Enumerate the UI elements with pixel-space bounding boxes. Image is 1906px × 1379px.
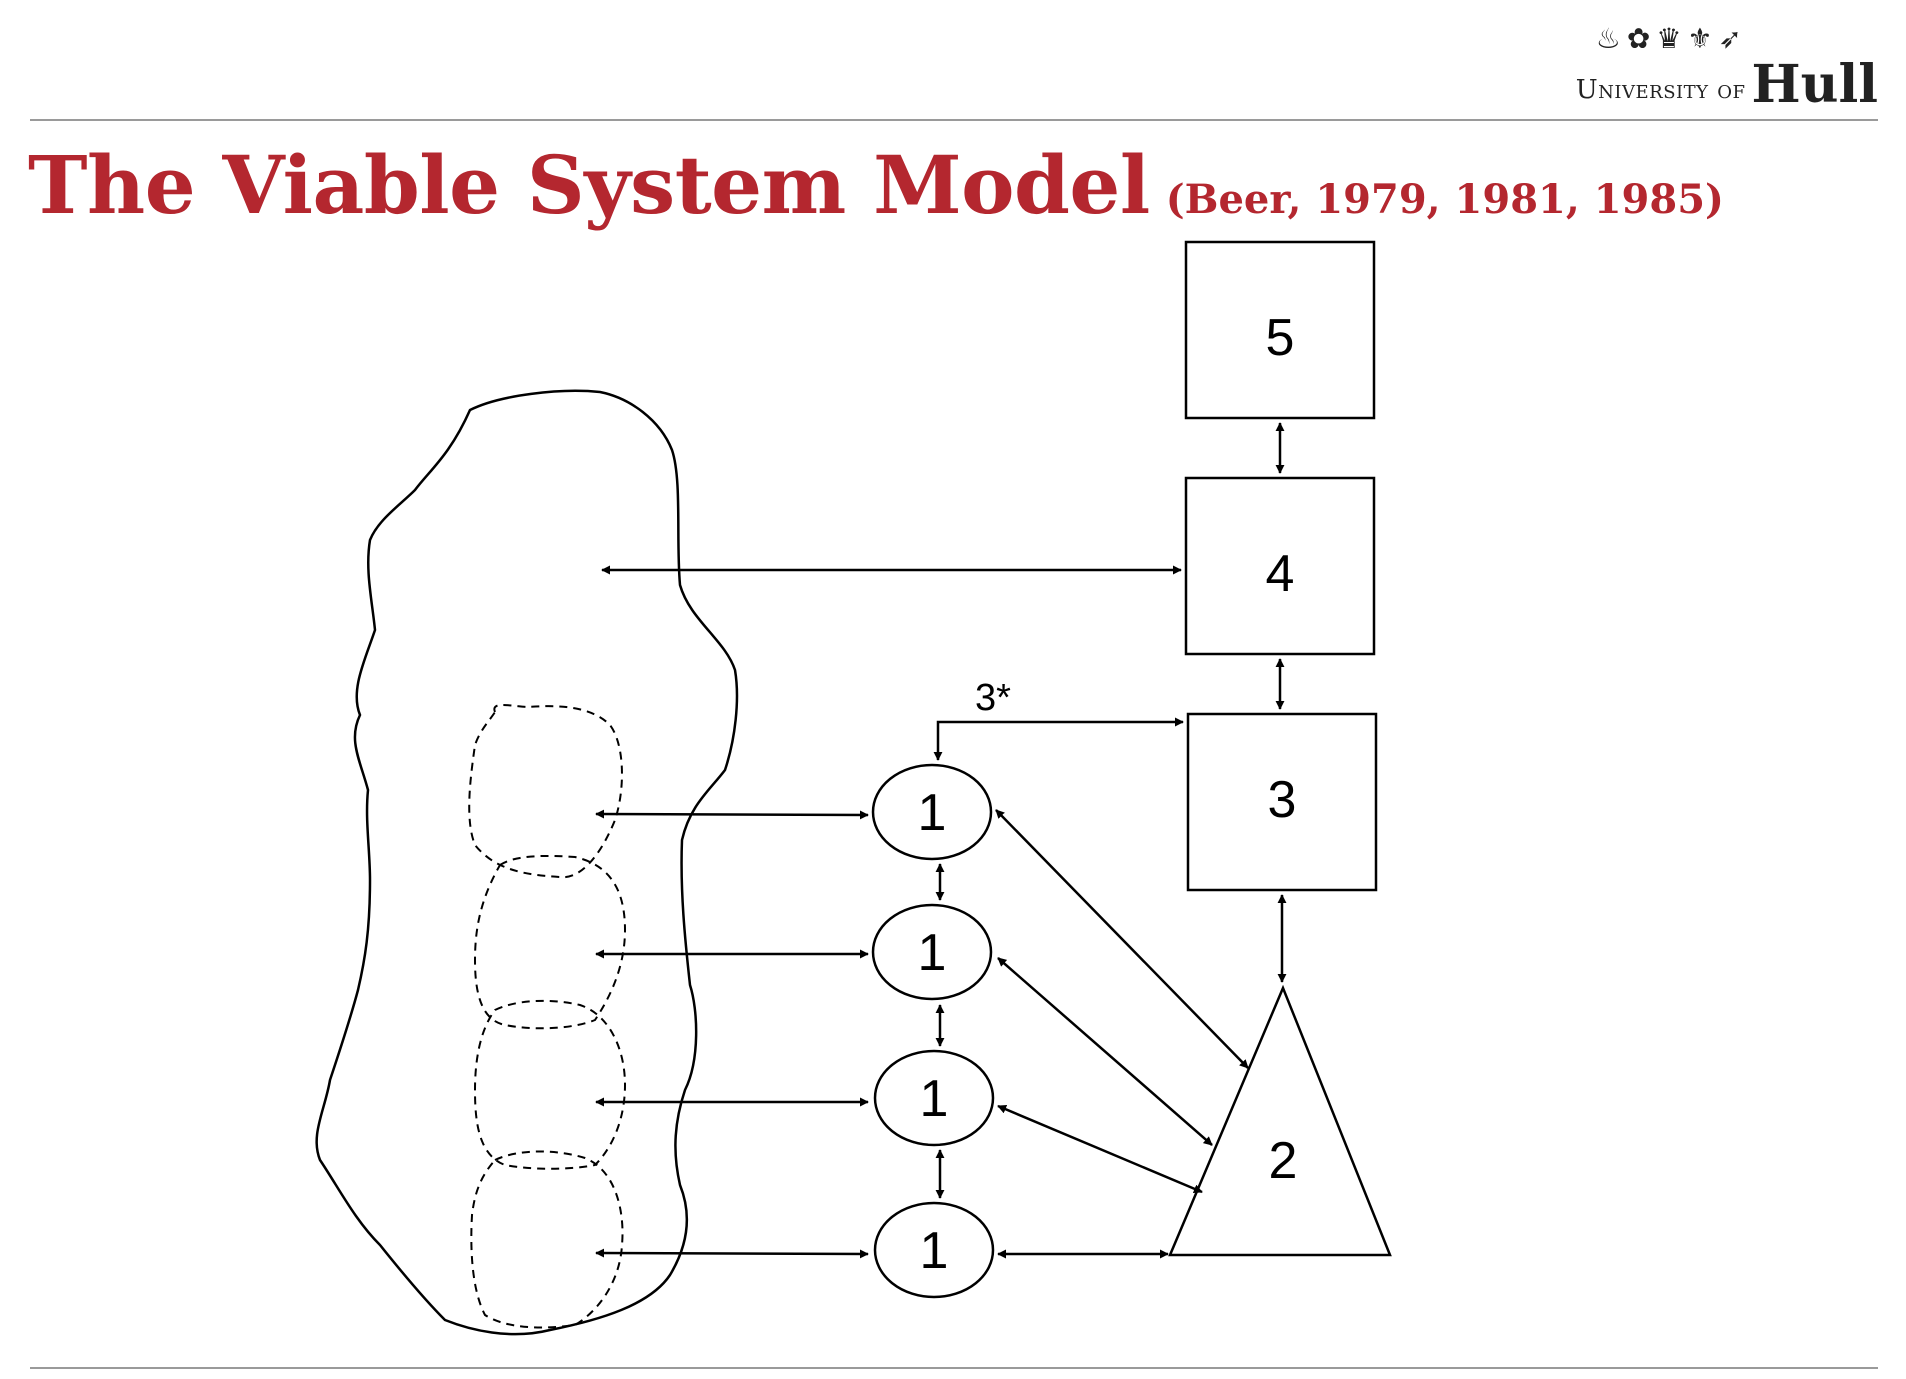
crown-icon: ♛	[1656, 22, 1688, 55]
fleur-de-lis-icon: ⚜	[1687, 22, 1719, 55]
operation-unit-2	[871, 903, 993, 1001]
footer-divider	[30, 1367, 1878, 1369]
environment-shape	[315, 389, 739, 1336]
title-citation: (Beer, 1979, 1981, 1985)	[1165, 176, 1724, 223]
system-3-box	[1186, 712, 1378, 892]
connector-3star	[933, 717, 1184, 761]
operation-unit-4	[873, 1201, 995, 1299]
title-main: The Viable System Model	[28, 138, 1150, 232]
operation-environment-zone	[473, 999, 627, 1170]
system-3-label: 3	[1268, 771, 1297, 829]
bird-icon: ➶	[1718, 22, 1748, 55]
operation-label: 1	[920, 1070, 949, 1128]
operation-unit-1	[871, 763, 993, 861]
header-divider	[30, 119, 1878, 121]
operation-environment-zone	[470, 1150, 624, 1329]
operation-label: 1	[920, 1222, 949, 1280]
system-4-box	[1184, 476, 1376, 656]
operation-unit-3	[873, 1049, 995, 1147]
system-2-triangle	[1168, 984, 1392, 1257]
operation-environment-zones	[468, 704, 627, 1329]
operation-environment-zone	[473, 854, 627, 1030]
system-2-label: 2	[1269, 1132, 1298, 1190]
connector-op-2-system-2	[997, 957, 1213, 1146]
connectors	[595, 422, 1287, 1259]
page-title: The Viable System Model (Beer, 1979, 1981…	[28, 138, 1724, 232]
connector-op-3-system-2	[997, 1104, 1203, 1194]
operation-environment-zone	[468, 704, 623, 879]
system-5-box	[1184, 240, 1376, 420]
system-5-label: 5	[1266, 309, 1295, 367]
rose-icon: ✿	[1626, 22, 1657, 55]
torch-icon: ♨	[1595, 22, 1627, 55]
operation-label: 1	[918, 784, 947, 842]
system-4-label: 4	[1266, 545, 1295, 603]
logo-hull: Hull	[1751, 54, 1878, 115]
operation-label: 1	[918, 924, 947, 982]
logo-university-of: University of	[1575, 75, 1746, 105]
connector-env-op-4	[595, 1248, 869, 1259]
crest-icons: ♨✿♛⚜➶	[1596, 22, 1748, 55]
system-3star-label: 3*	[975, 677, 1011, 719]
connector-env-op-1	[595, 809, 869, 820]
